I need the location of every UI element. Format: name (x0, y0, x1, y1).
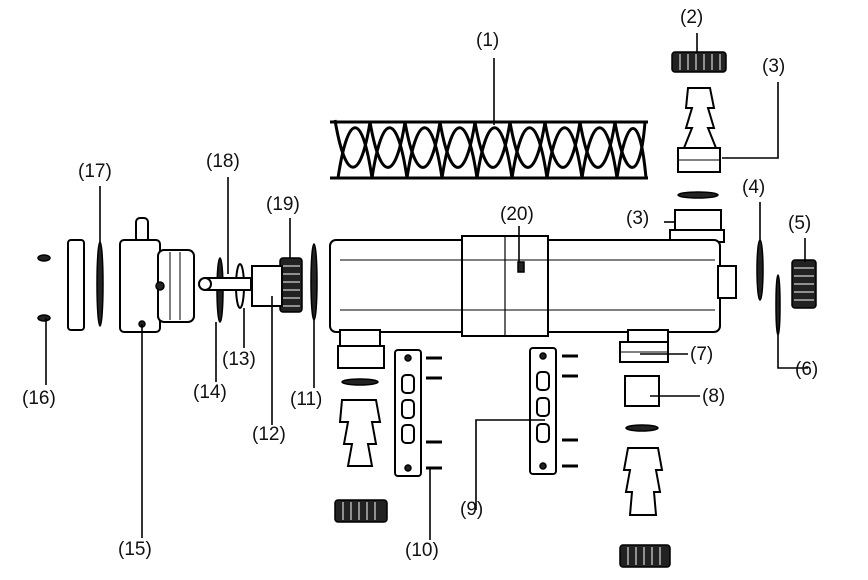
label-2: (2) (680, 7, 704, 28)
lamp-housing-part-15 (119, 217, 195, 333)
ring-part-6 (775, 274, 781, 336)
label-20: (20) (500, 204, 534, 225)
hose-tail-part-3 (677, 87, 721, 199)
label-3-lower: (3) (626, 208, 650, 229)
nut-part-2 (671, 51, 727, 73)
o-ring-part-11 (310, 243, 318, 321)
pin-part-18 (198, 277, 252, 291)
connector-part-7 (619, 341, 669, 363)
spiral-coil-part (330, 119, 648, 180)
label-18: (18) (206, 151, 240, 172)
screws-part-16 (37, 254, 51, 322)
mounting-bracket-left (394, 349, 442, 477)
label-19: (19) (266, 194, 300, 215)
label-4: (4) (742, 177, 766, 198)
hose-tail-lower-right (619, 447, 671, 568)
connector-part-3 (669, 209, 725, 243)
o-ring-lower-right (625, 424, 659, 432)
label-10: (10) (405, 540, 439, 561)
label-17: (17) (78, 161, 112, 182)
main-body-part-20 (329, 235, 737, 349)
label-5: (5) (788, 213, 812, 234)
label-8: (8) (702, 386, 726, 407)
frame-gasket (67, 239, 85, 331)
tube-part-12 (251, 265, 283, 307)
mounting-bracket-right (529, 347, 578, 475)
label-6: (6) (795, 359, 819, 380)
label-3-top: (3) (762, 56, 786, 77)
gasket-part-17 (96, 241, 104, 327)
hose-tail-lower-left (334, 345, 388, 523)
label-11: (11) (290, 389, 323, 410)
label-16: (16) (22, 388, 56, 409)
label-15: (15) (118, 539, 152, 560)
label-13: (13) (222, 349, 256, 370)
nut-part-5 (791, 259, 817, 309)
label-1: (1) (476, 30, 500, 51)
label-14: (14) (193, 382, 227, 403)
o-ring-part-4 (756, 239, 764, 301)
label-7: (7) (690, 344, 714, 365)
label-9: (9) (460, 499, 484, 520)
nut-part-19 (279, 257, 303, 313)
label-12: (12) (252, 424, 286, 445)
leader-lines (45, 33, 808, 540)
sleeve-part-8 (624, 375, 660, 407)
